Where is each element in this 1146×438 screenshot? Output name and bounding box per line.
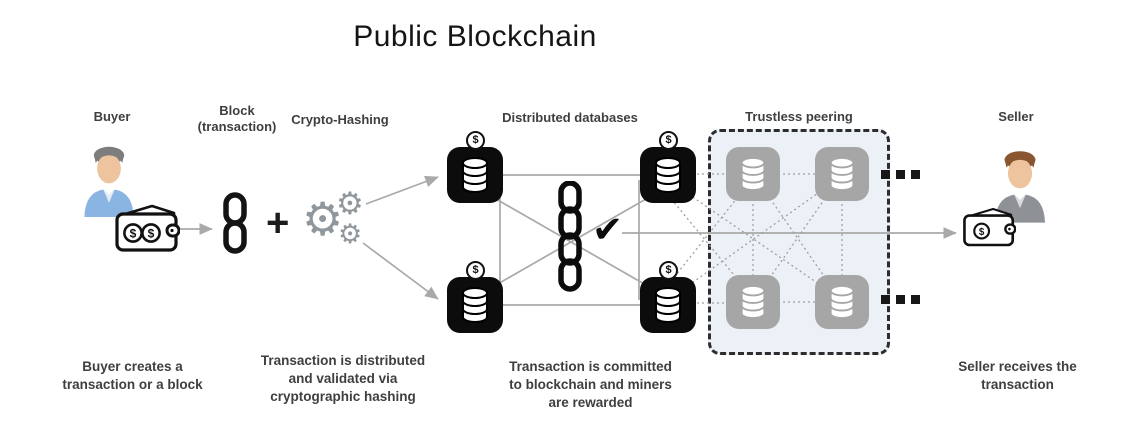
dollar-icon: $: [665, 134, 672, 146]
database-icon: [655, 157, 681, 193]
database-icon: [462, 287, 488, 323]
database-icon: [462, 157, 488, 193]
checkmark-icon: ✔: [592, 208, 624, 251]
plus-icon: +: [266, 201, 290, 245]
dollar-coin-icon: $: [659, 261, 678, 280]
db-node-gray-bottom-right: [815, 275, 869, 329]
buyer-wallet-icon: $ $: [115, 204, 180, 252]
block-chain-link-icon: [223, 192, 247, 254]
dollar-icon: $: [979, 227, 985, 238]
dollar-icon: $: [665, 264, 672, 276]
buyer-caption: Buyer creates a transaction or a block: [62, 359, 203, 393]
database-icon: [829, 284, 855, 319]
db-node-gray-top-left: [726, 147, 780, 201]
hashing-caption: Transaction is distributed and validated…: [260, 353, 426, 405]
block-label: Block (transaction): [197, 103, 277, 134]
dollar-coin-icon: $: [466, 131, 485, 150]
database-icon: [829, 157, 855, 191]
ellipsis-icon: [881, 295, 920, 304]
distributed-databases-label: Distributed databases: [502, 110, 638, 125]
gear-medium-icon: ⚙: [336, 186, 364, 222]
diagram-title: Public Blockchain: [353, 20, 597, 53]
seller-label: Seller: [998, 109, 1034, 124]
db-node-gray-bottom-left: [726, 275, 780, 329]
database-icon: [655, 287, 681, 323]
buyer-label: Buyer: [93, 109, 131, 124]
buyer-person-icon: [84, 146, 134, 217]
dollar-coin-icon: $: [659, 131, 678, 150]
database-icon: [740, 157, 766, 191]
db-node-gray-top-right: [815, 147, 869, 201]
dollar-icon: $: [130, 227, 137, 241]
seller-wallet-icon: $: [963, 207, 1016, 247]
dollar-icon: $: [148, 227, 155, 241]
gear-small-icon: ⚙: [338, 219, 363, 250]
dollar-icon: $: [472, 264, 479, 276]
gear-large-icon: ⚙: [302, 192, 344, 246]
db-node-black-top-left: [447, 147, 503, 203]
crypto-hashing-label: Crypto-Hashing: [291, 112, 389, 127]
database-icon: [740, 284, 766, 319]
db-node-black-bottom-right: [640, 277, 696, 333]
seller-caption: Seller receives the transaction: [958, 359, 1077, 393]
dollar-coin-icon: $: [466, 261, 485, 280]
ellipsis-icon: [881, 170, 920, 179]
dollar-icon: $: [472, 134, 479, 146]
db-node-black-top-right: [640, 147, 696, 203]
trustless-peering-label: Trustless peering: [745, 109, 853, 124]
blockchain-chain-icon: [558, 181, 582, 292]
db-node-black-bottom-left: [447, 277, 503, 333]
committed-caption: Transaction is committed to blockchain a…: [509, 359, 672, 411]
